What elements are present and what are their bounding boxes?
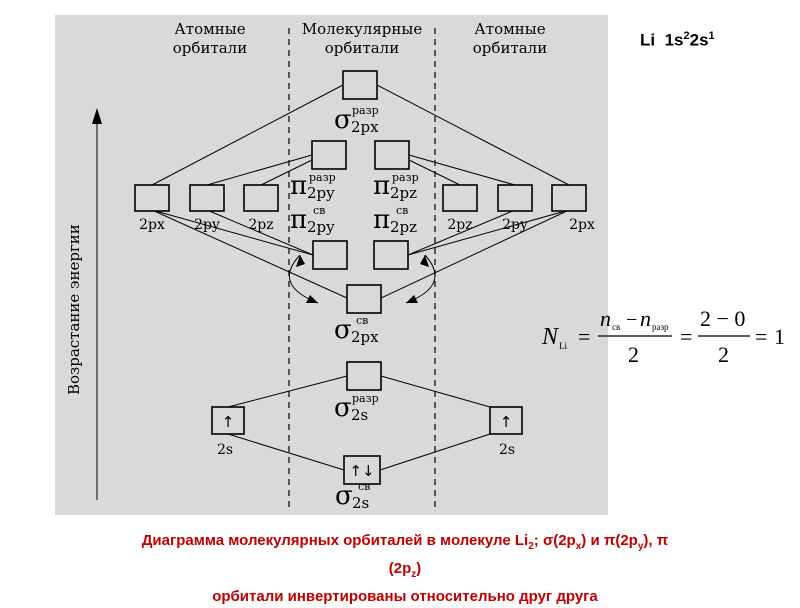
svg-text:св: св	[396, 204, 408, 217]
ao-label-right-2px: 2px	[569, 217, 595, 233]
mo-label-sigma-2px-antibonding: σ разр 2px	[334, 104, 379, 136]
svg-text:разр: разр	[392, 171, 419, 184]
svg-text:разр: разр	[309, 171, 336, 184]
ao-box-left-2pz	[243, 184, 279, 212]
ao-label-left-2pz: 2pz	[248, 217, 273, 233]
svg-text:2pz: 2pz	[390, 184, 417, 202]
electron-pair-sigma-2s: ↑↓	[349, 462, 374, 480]
formula-minus: −	[626, 309, 637, 331]
diagram-caption: Диаграмма молекулярных орбиталей в молек…	[40, 530, 770, 608]
config-exp-1: 2	[683, 30, 690, 42]
svg-text:разр: разр	[352, 104, 379, 117]
svg-text:2px: 2px	[351, 118, 379, 136]
mo-label-pi-2py-bonding: π св 2py	[290, 204, 335, 236]
connection-lines	[151, 84, 570, 471]
formula-eq-1: =	[578, 324, 590, 349]
formula-lhs: N	[541, 324, 560, 350]
ao-label-right-2pz: 2pz	[447, 217, 472, 233]
formula-result: 1	[774, 324, 785, 349]
ao-box-right-2py	[497, 184, 533, 212]
formula-sub-bonding: св	[612, 322, 620, 332]
mo-box-pi-2py-antibonding	[311, 140, 347, 170]
ao-box-right-2px	[551, 184, 587, 212]
electron-right-2s: ↑	[500, 413, 513, 431]
ao-label-right-2py: 2py	[502, 217, 528, 233]
inversion-arrow-left-head	[306, 295, 318, 303]
inversion-arrow-right-tail	[420, 255, 429, 267]
caption-line-1: Диаграмма молекулярных орбиталей в молек…	[141, 532, 669, 552]
mo-box-pi-2pz-bonding	[373, 240, 409, 270]
formula-eq-3: =	[755, 324, 767, 349]
mo-label-sigma-2s-antibonding: σ разр 2s	[334, 392, 379, 424]
svg-text:разр: разр	[352, 392, 379, 405]
svg-text:σ: σ	[334, 393, 352, 423]
ao-label-left-2px: 2px	[139, 217, 165, 233]
ao-label-left-2s: 2s	[217, 442, 233, 458]
header-atomic-left-2: орбитали	[173, 39, 247, 57]
ao-box-left-2s	[211, 406, 245, 435]
mo-label-sigma-2s-bonding: σ св 2s	[335, 480, 370, 512]
mo-box-pi-2py-bonding	[312, 240, 348, 270]
config-orbital-1: 1s	[664, 30, 684, 50]
inversion-arrow-left-tail	[296, 255, 305, 267]
header-atomic-right-1: Атомные	[474, 20, 545, 38]
svg-text:2s: 2s	[351, 406, 368, 424]
formula-eq-2: =	[680, 324, 692, 349]
mo-label-pi-2pz-antibonding: π разр 2pz	[373, 171, 419, 202]
formula-n1: n	[600, 306, 611, 331]
config-element: Li	[640, 30, 656, 50]
svg-text:2py: 2py	[307, 218, 335, 236]
svg-text:св: св	[313, 204, 325, 217]
mo-label-pi-2pz-bonding: π св 2pz	[373, 204, 417, 236]
ao-box-left-2py	[189, 184, 225, 212]
formula-n2: n	[640, 306, 651, 331]
svg-text:св: св	[358, 480, 370, 493]
inversion-arrow-right-head	[406, 295, 418, 303]
formula-den-1: 2	[628, 342, 639, 367]
mo-box-pi-2pz-antibonding	[374, 140, 410, 170]
svg-text:π: π	[373, 205, 390, 235]
config-orbital-2: 2s	[689, 30, 709, 50]
header-atomic-left-1: Атомные	[174, 20, 245, 38]
config-exp-2: 1	[708, 30, 715, 42]
svg-text:2s: 2s	[352, 494, 369, 512]
caption-line-2: (2pz)	[388, 560, 422, 580]
ao-box-left-2px	[134, 184, 170, 212]
formula-num-2: 2 − 0	[700, 306, 745, 331]
electron-left-2s: ↑	[222, 413, 235, 431]
ao-label-left-2py: 2py	[194, 217, 220, 233]
svg-text:2pz: 2pz	[390, 218, 417, 236]
mo-box-sigma-2px-antibonding	[342, 70, 378, 100]
mo-label-sigma-2px-bonding: σ св 2px	[334, 314, 379, 346]
formula-den-2: 2	[718, 342, 729, 367]
svg-text:π: π	[290, 205, 307, 235]
ao-box-right-2pz	[442, 184, 478, 212]
mo-box-sigma-2px-bonding	[346, 284, 382, 314]
mo-box-sigma-2s-antibonding	[346, 361, 382, 391]
header-molecular-2: орбитали	[325, 39, 399, 57]
electron-configuration: Li 1s22s1	[640, 30, 715, 51]
svg-text:2px: 2px	[351, 328, 379, 346]
svg-text:св: св	[356, 314, 368, 327]
energy-axis-arrowhead	[92, 108, 102, 124]
svg-text:π: π	[373, 171, 390, 201]
ao-label-right-2s: 2s	[499, 442, 515, 458]
svg-text:π: π	[290, 171, 307, 201]
header-atomic-right-2: орбитали	[473, 39, 547, 57]
energy-axis-label: Возрастание энергии	[65, 224, 83, 395]
formula-lhs-sub: Li	[559, 341, 567, 351]
bond-order-formula: N Li = n св − n разр 2 = 2 − 0 2 = 1	[541, 306, 785, 367]
caption-line-3: орбитали инвертированы относительно друг…	[212, 588, 598, 605]
svg-text:σ: σ	[334, 315, 352, 345]
ao-box-right-2s	[489, 406, 523, 435]
mo-box-sigma-2s-bonding	[343, 455, 381, 485]
svg-text:2py: 2py	[307, 184, 335, 202]
svg-text:σ: σ	[334, 105, 352, 135]
header-molecular-1: Молекулярные	[302, 20, 423, 38]
mo-label-pi-2py-antibonding: π разр 2py	[290, 171, 336, 202]
formula-sub-antibonding: разр	[652, 322, 669, 332]
svg-text:σ: σ	[335, 481, 353, 511]
